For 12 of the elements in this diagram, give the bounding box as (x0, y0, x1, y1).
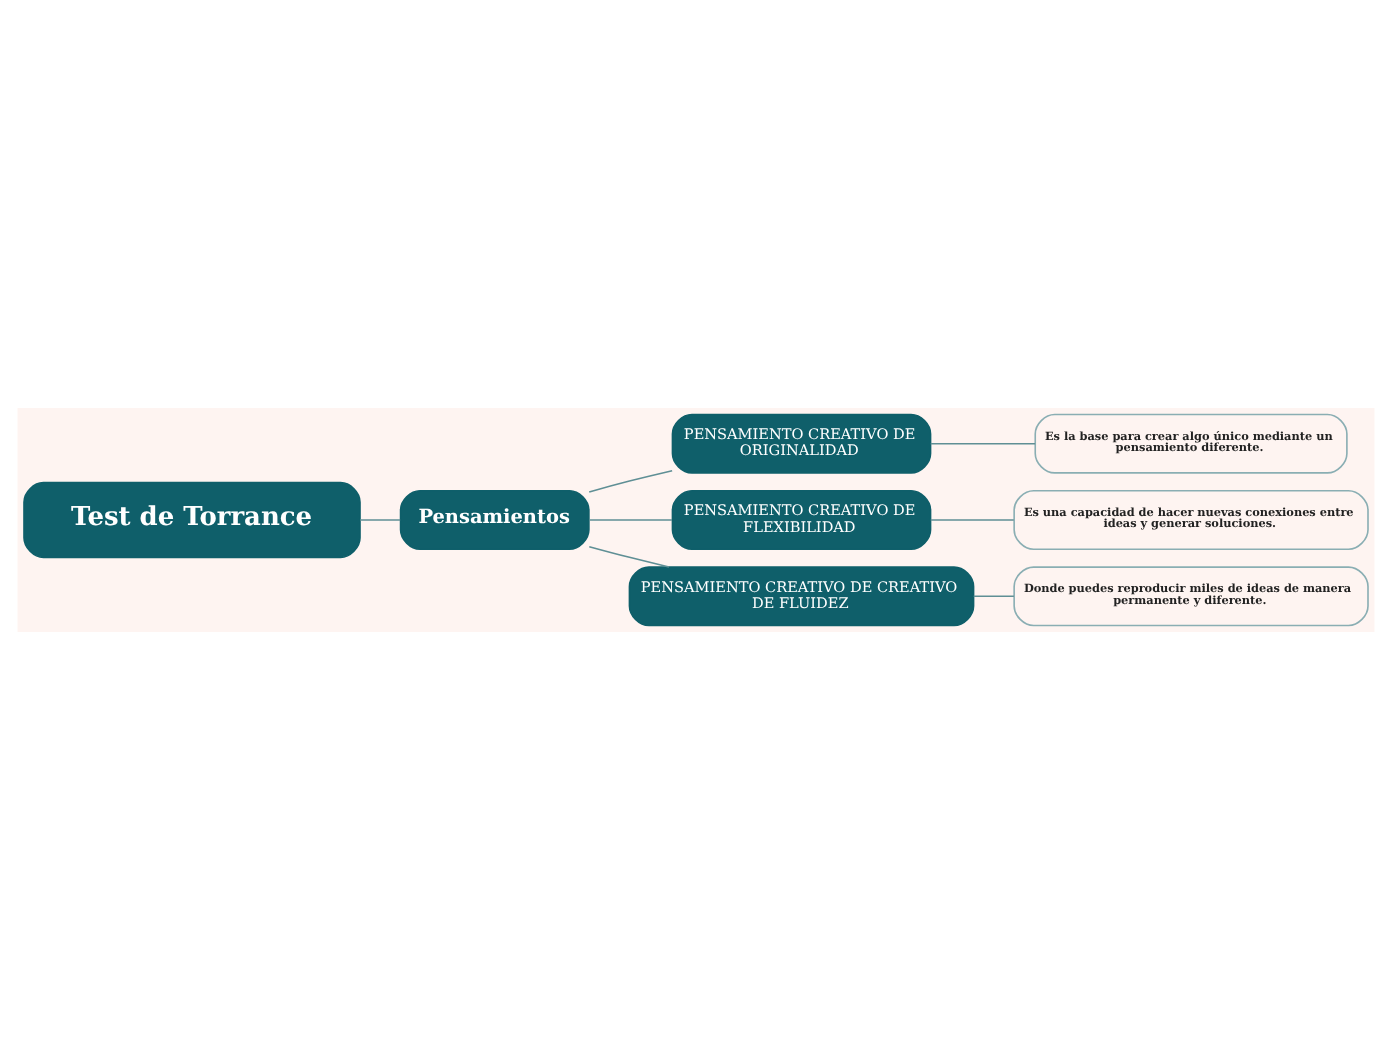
connector (929, 519, 1015, 521)
node-box: PENSAMIENTO CREATIVO DE ORIGINALIDAD (671, 413, 932, 474)
node-box: Test de Torrance (23, 481, 361, 559)
node-box: PENSAMIENTO CREATIVO DE CREATIVO DE FLUIDEZ (628, 566, 975, 627)
connector (588, 545, 670, 568)
connector (929, 442, 1036, 445)
connector (588, 469, 673, 493)
connector (588, 519, 673, 521)
connector (359, 519, 401, 521)
node-box: PENSAMIENTO CREATIVO DE FLEXIBILIDAD (671, 489, 932, 551)
node-box: Pensamientos (399, 489, 590, 551)
connector (972, 595, 1015, 598)
